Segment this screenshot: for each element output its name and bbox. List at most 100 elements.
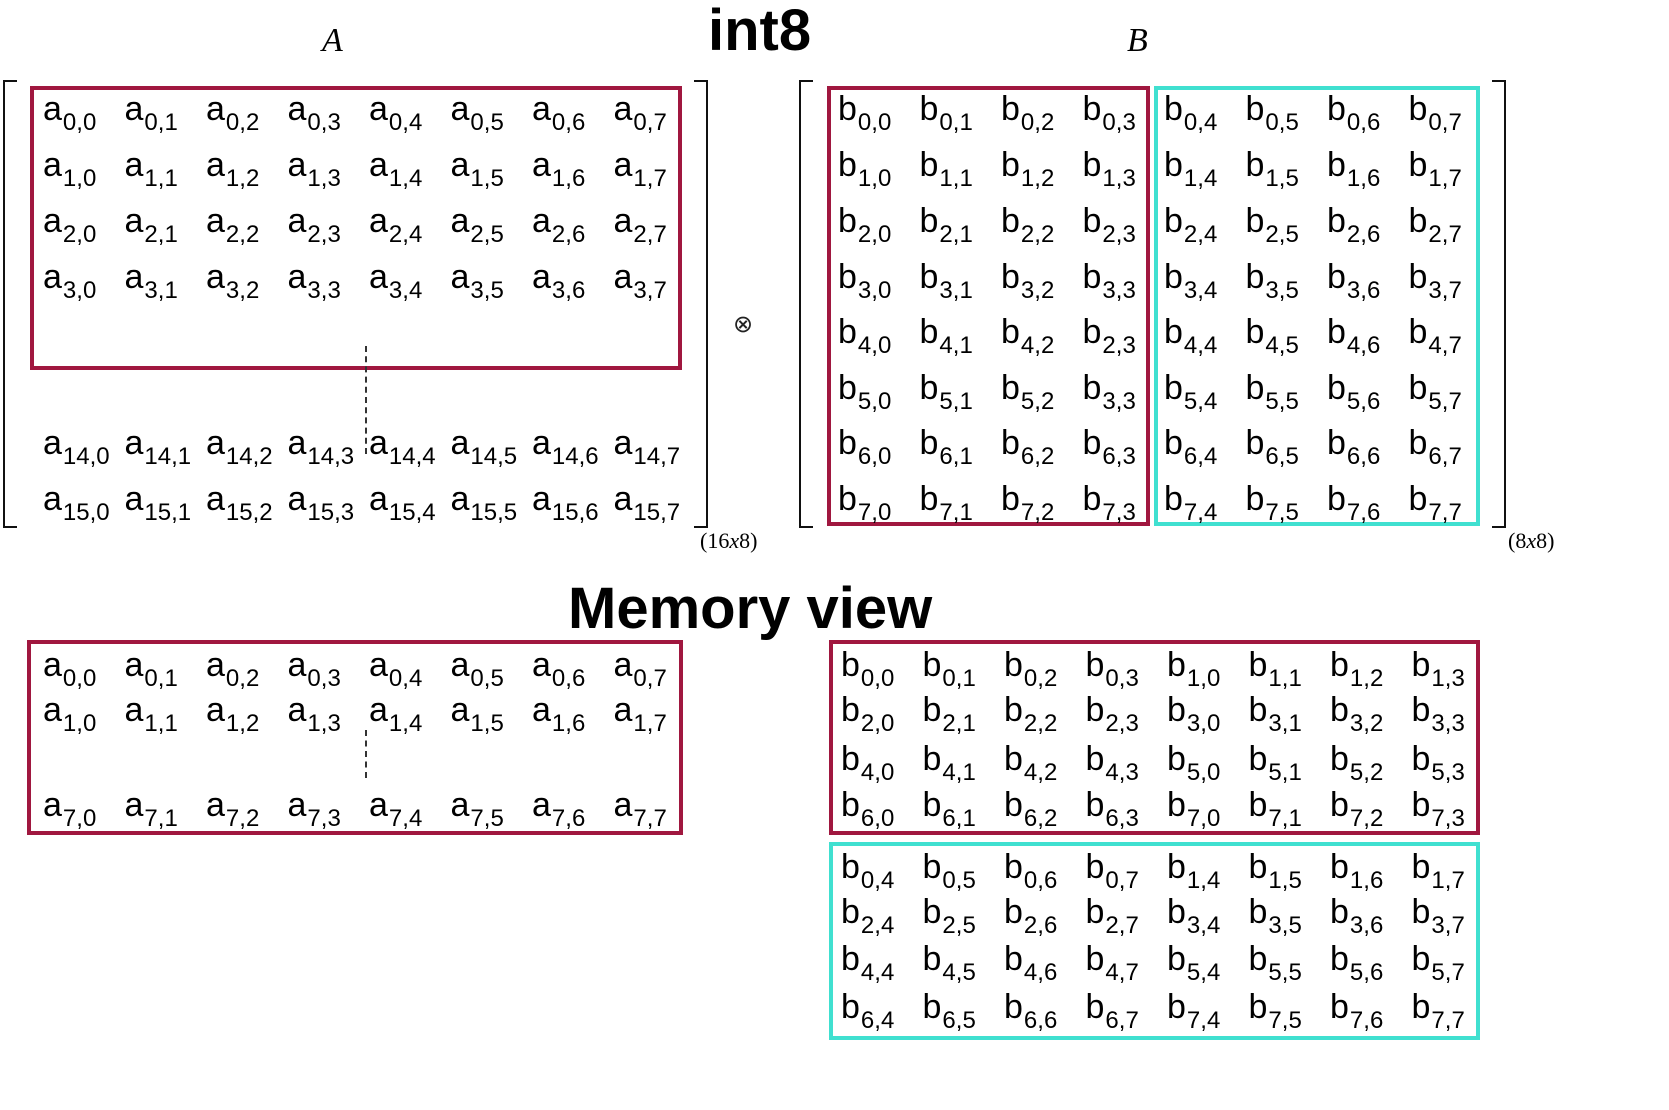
memory-b-teal-element: b1,5	[1248, 848, 1302, 894]
matrix-a-ellipsis-dash	[365, 346, 367, 454]
matrix-a-element: a0,6	[532, 90, 586, 136]
memory-a-element: a1,7	[613, 691, 667, 737]
memory-b-teal-element: b6,4	[841, 988, 895, 1034]
matrix-b-element: b5,5	[1245, 369, 1299, 415]
memory-b-teal-element: b4,4	[841, 940, 895, 986]
matrix-b-element: b6,1	[919, 424, 973, 470]
memory-b-box-teal	[829, 842, 1480, 1040]
matrix-b-element: b5,7	[1408, 369, 1462, 415]
matrix-a-element: a14,2	[206, 424, 273, 470]
matrix-b-dims: (8x8)	[1508, 528, 1555, 553]
matrix-b-element: b1,3	[1082, 146, 1136, 192]
matrix-b-element: b2,2	[1001, 202, 1055, 248]
matrix-b-element: b2,3	[1082, 313, 1136, 359]
matrix-b-element: b1,6	[1327, 146, 1381, 192]
memory-b-red-element: b0,0	[841, 646, 895, 692]
memory-a-element: a1,1	[124, 691, 178, 737]
memory-b-red-element: b5,3	[1411, 740, 1465, 786]
memory-b-red-element: b0,1	[922, 646, 976, 692]
memory-b-red-element: b4,1	[922, 740, 976, 786]
memory-b-red-element: b1,0	[1167, 646, 1221, 692]
matrix-a-element: a0,5	[450, 90, 504, 136]
matrix-b-element: b5,1	[919, 369, 973, 415]
matrix-a-element: a3,2	[206, 258, 260, 304]
matrix-a-element: a0,3	[287, 90, 341, 136]
matrix-a-left-bracket	[3, 80, 17, 528]
matrix-a-element: a2,6	[532, 202, 586, 248]
matrix-a-element: a3,6	[532, 258, 586, 304]
memory-b-teal-element: b2,7	[1085, 893, 1139, 939]
memory-b-teal-element: b1,7	[1411, 848, 1465, 894]
matrix-b-element: b6,4	[1164, 424, 1218, 470]
matrix-a-element: a3,7	[613, 258, 667, 304]
memory-a-element: a0,7	[613, 646, 667, 692]
memory-b-red-element: b7,2	[1330, 786, 1384, 832]
matrix-b-label: B	[1127, 22, 1148, 59]
matrix-a-element: a2,1	[124, 202, 178, 248]
memory-b-teal-element: b1,4	[1167, 848, 1221, 894]
matrix-a-element: a0,0	[43, 90, 97, 136]
matrix-b-element: b2,7	[1408, 202, 1462, 248]
matrix-b-element: b7,5	[1245, 480, 1299, 526]
matrix-a-right-bracket	[694, 80, 708, 528]
matrix-b-element: b4,7	[1408, 313, 1462, 359]
memory-b-teal-element: b2,5	[922, 893, 976, 939]
matrix-b-right-bracket	[1492, 80, 1506, 528]
memory-b-red-element: b0,3	[1085, 646, 1139, 692]
memory-b-teal-element: b4,5	[922, 940, 976, 986]
matrix-b-element: b2,1	[919, 202, 973, 248]
matrix-a-element: a0,1	[124, 90, 178, 136]
memory-b-red-element: b1,1	[1248, 646, 1302, 692]
matrix-a-element: a1,6	[532, 146, 586, 192]
matrix-b-element: b4,5	[1245, 313, 1299, 359]
memory-a-element: a0,3	[287, 646, 341, 692]
memory-b-red-element: b0,2	[1004, 646, 1058, 692]
matrix-a-element: a3,4	[369, 258, 423, 304]
memory-a-element: a0,2	[206, 646, 260, 692]
memory-b-teal-element: b3,5	[1248, 893, 1302, 939]
matrix-a-element: a2,2	[206, 202, 260, 248]
matrix-a-element: a3,0	[43, 258, 97, 304]
matrix-b-element: b3,7	[1408, 258, 1462, 304]
matrix-b-element: b5,0	[838, 369, 892, 415]
matrix-b-element: b6,0	[838, 424, 892, 470]
memory-b-red-element: b5,1	[1248, 740, 1302, 786]
matrix-b-element: b5,2	[1001, 369, 1055, 415]
matrix-b-element: b3,4	[1164, 258, 1218, 304]
memory-b-teal-element: b0,6	[1004, 848, 1058, 894]
memory-b-red-element: b7,3	[1411, 786, 1465, 832]
matrix-b-element: b4,6	[1327, 313, 1381, 359]
memory-b-teal-element: b7,5	[1248, 988, 1302, 1034]
memory-b-red-element: b1,2	[1330, 646, 1384, 692]
memory-b-teal-element: b5,5	[1248, 940, 1302, 986]
matrix-b-element: b0,7	[1408, 90, 1462, 136]
matrix-a-element: a14,0	[43, 424, 110, 470]
matrix-a-element: a14,1	[124, 424, 192, 470]
matrix-a-element: a2,3	[287, 202, 341, 248]
matrix-b-element: b7,2	[1001, 480, 1055, 526]
memory-a-element: a1,6	[532, 691, 586, 737]
matrix-b-element: b7,4	[1164, 480, 1218, 526]
matrix-b-element: b7,0	[838, 480, 892, 526]
memory-a-element: a7,0	[43, 786, 97, 832]
memory-a-element: a7,5	[450, 786, 504, 832]
matrix-a-element: a0,7	[613, 90, 667, 136]
memory-a-element: a1,3	[287, 691, 341, 737]
matrix-a-element: a14,3	[287, 424, 355, 470]
title-memory-view: Memory view	[568, 576, 933, 641]
matrix-b-element: b2,3	[1082, 202, 1136, 248]
matrix-b-element: b5,4	[1164, 369, 1218, 415]
matrix-b-element: b6,6	[1327, 424, 1381, 470]
matrix-b-left-bracket	[799, 80, 813, 528]
matrix-b-element: b3,0	[838, 258, 892, 304]
matrix-a-element: a3,1	[124, 258, 178, 304]
memory-a-element: a7,3	[287, 786, 341, 832]
memory-b-red-element: b5,2	[1330, 740, 1384, 786]
memory-a-element: a7,6	[532, 786, 586, 832]
memory-a-element: a7,7	[613, 786, 667, 832]
matrix-a-element: a0,2	[206, 90, 260, 136]
matrix-b-element: b5,6	[1327, 369, 1381, 415]
matrix-b-element: b1,0	[838, 146, 892, 192]
matrix-b-element: b2,6	[1327, 202, 1381, 248]
memory-b-red-element: b3,3	[1411, 691, 1465, 737]
